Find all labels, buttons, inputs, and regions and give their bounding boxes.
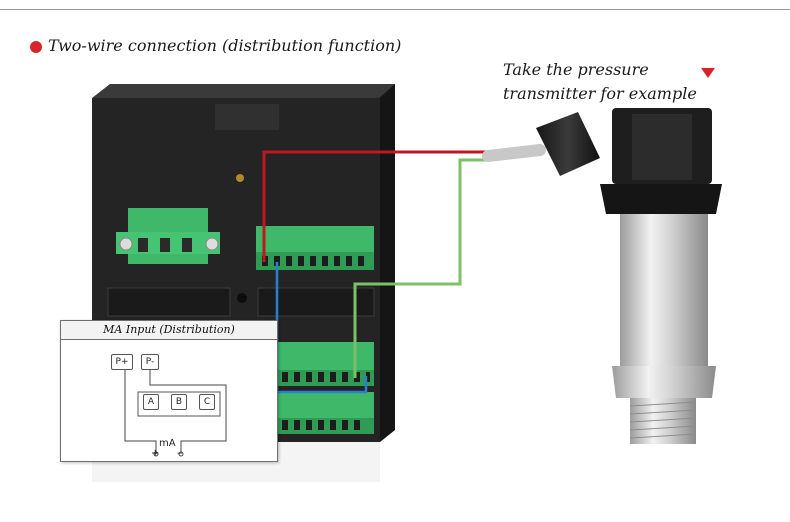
ma-unit-label: mA bbox=[159, 438, 176, 449]
red-wire bbox=[262, 150, 488, 262]
upper-terminal-strip bbox=[256, 226, 374, 270]
terminal-c: C bbox=[199, 394, 215, 410]
caption-marker-icon bbox=[701, 68, 715, 78]
green-wire bbox=[353, 158, 488, 378]
pressure-transmitter bbox=[536, 108, 722, 444]
transmitter-caption: Take the pressure transmitter for exampl… bbox=[503, 58, 697, 106]
minus-label: - bbox=[177, 448, 181, 459]
transmitter-caption-line2: transmitter for example bbox=[503, 84, 697, 103]
inset-title: MA Input (Distribution) bbox=[61, 321, 277, 340]
transmitter-cable bbox=[482, 144, 546, 162]
top-divider-line bbox=[0, 9, 790, 10]
inset-wiring bbox=[124, 367, 227, 457]
power-terminal-block bbox=[116, 208, 220, 264]
terminal-a: A bbox=[143, 394, 159, 410]
lower-terminal-strips bbox=[276, 342, 374, 434]
terminal-b: B bbox=[171, 394, 187, 410]
terminal-p-minus: P- bbox=[141, 354, 159, 370]
ma-input-inset: MA Input (Distribution) P+ P- A B C mA +… bbox=[60, 320, 278, 462]
plus-label: + bbox=[151, 448, 160, 459]
transmitter-caption-line1: Take the pressure bbox=[503, 60, 649, 79]
diagram-title: Two-wire connection (distribution functi… bbox=[48, 36, 402, 55]
terminal-p-plus: P+ bbox=[111, 354, 133, 370]
title-bullet-icon bbox=[30, 41, 42, 53]
